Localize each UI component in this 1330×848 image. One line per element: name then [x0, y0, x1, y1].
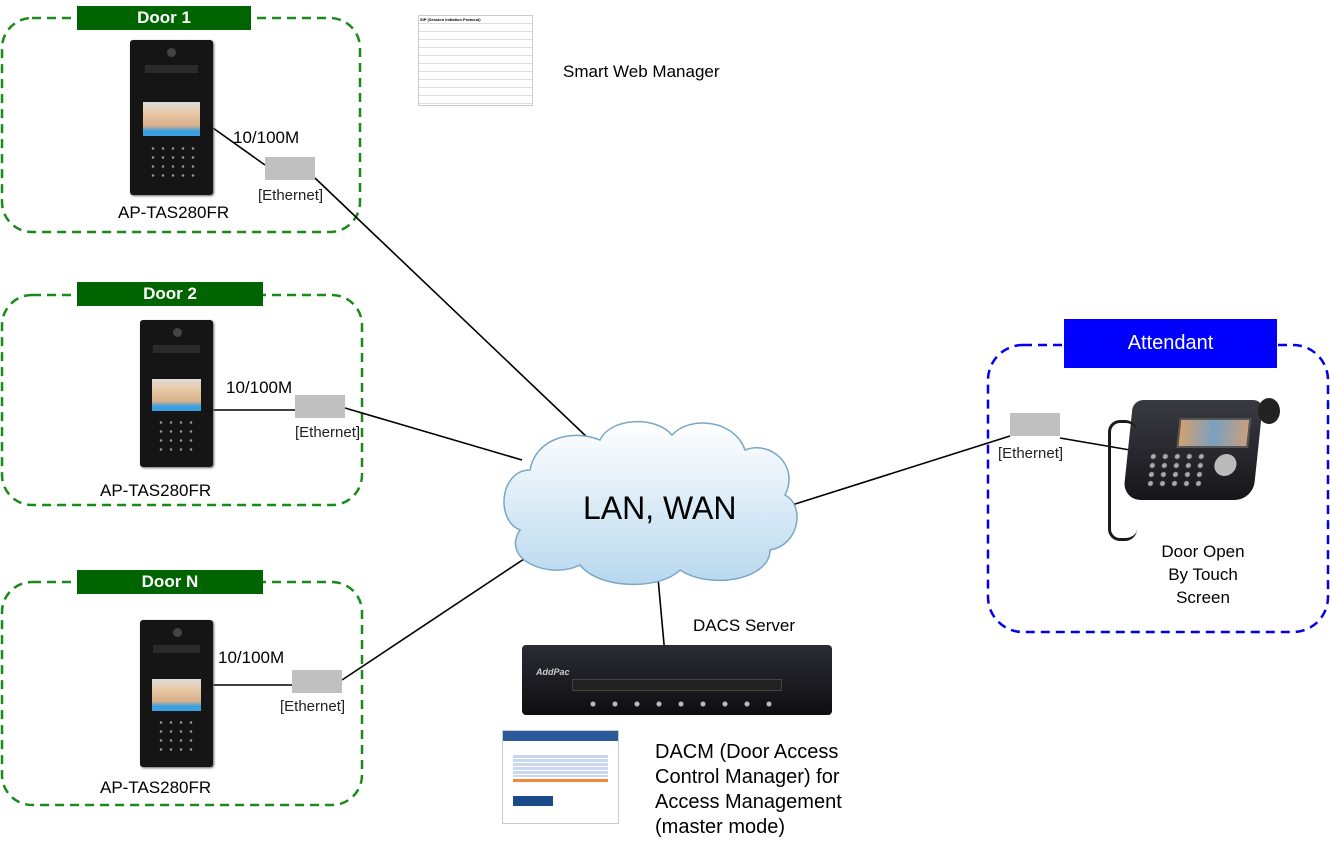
attendant-caption: Door Open By Touch Screen [1140, 540, 1266, 609]
door-2-intercom-image [140, 320, 213, 467]
link-attendant-network [791, 435, 1011, 506]
door-1-model: AP-TAS280FR [118, 203, 230, 222]
door-n-intercom-image [140, 620, 213, 767]
door-2-model: AP-TAS280FR [100, 481, 212, 500]
door-2-ethernet-port [295, 395, 345, 418]
door-n-speed: 10/100M [218, 648, 285, 667]
server-brand: AddPac [536, 667, 570, 677]
dacm-line: (master mode) [655, 816, 786, 838]
dacs-server-image: AddPac [522, 645, 832, 715]
door-n-ethernet-port [292, 670, 342, 693]
dacm-line: Access Management [655, 791, 842, 813]
dacm-description: DACM (Door Access Control Manager) for A… [655, 740, 842, 840]
attendant-label: Attendant [1064, 319, 1277, 368]
dacm-screenshot-thumbnail [502, 730, 619, 824]
thumbnail-title: SIP (Session Initiation Protocol) [419, 16, 532, 23]
link-server [657, 577, 666, 656]
door-1-ethernet-port [265, 157, 315, 180]
door-1-zone [0, 16, 362, 234]
door-1-port-label: [Ethernet] [258, 187, 324, 204]
door-2-speed: 10/100M [226, 378, 293, 397]
link-door2-network [344, 407, 523, 461]
dacm-line: Control Manager) for [655, 766, 840, 788]
door-n-model: AP-TAS280FR [100, 778, 212, 797]
door-1-speed: 10/100M [233, 128, 300, 147]
attendant-port-label: [Ethernet] [998, 445, 1064, 462]
video-phone-image [1122, 400, 1264, 500]
door-2-port-label: [Ethernet] [295, 424, 361, 441]
smart-web-manager-label: Smart Web Manager [563, 62, 720, 81]
microphone-icon [1258, 398, 1280, 424]
link-attendant-phone [1059, 437, 1131, 451]
server-label: DACS Server [693, 616, 796, 635]
dacm-line: DACM (Door Access [655, 741, 839, 763]
door-2-label: Door 2 [77, 282, 263, 306]
smart-web-manager-thumbnail: SIP (Session Initiation Protocol) [418, 15, 533, 106]
caption-line: Door Open [1161, 542, 1245, 561]
attendant-ethernet-port [1010, 413, 1060, 436]
door-1-intercom-image [130, 40, 213, 195]
link-door1-device [212, 127, 266, 166]
door-1-label: Door 1 [77, 6, 251, 30]
link-doorn-network [341, 556, 528, 681]
phone-handset-cord [1108, 420, 1137, 541]
cloud-shape [503, 421, 798, 586]
caption-line: By Touch Screen [1168, 565, 1238, 607]
link-door1-network [314, 177, 591, 441]
door-n-label: Door N [77, 570, 263, 594]
door-n-port-label: [Ethernet] [280, 698, 346, 715]
network-label: LAN, WAN [583, 490, 737, 526]
